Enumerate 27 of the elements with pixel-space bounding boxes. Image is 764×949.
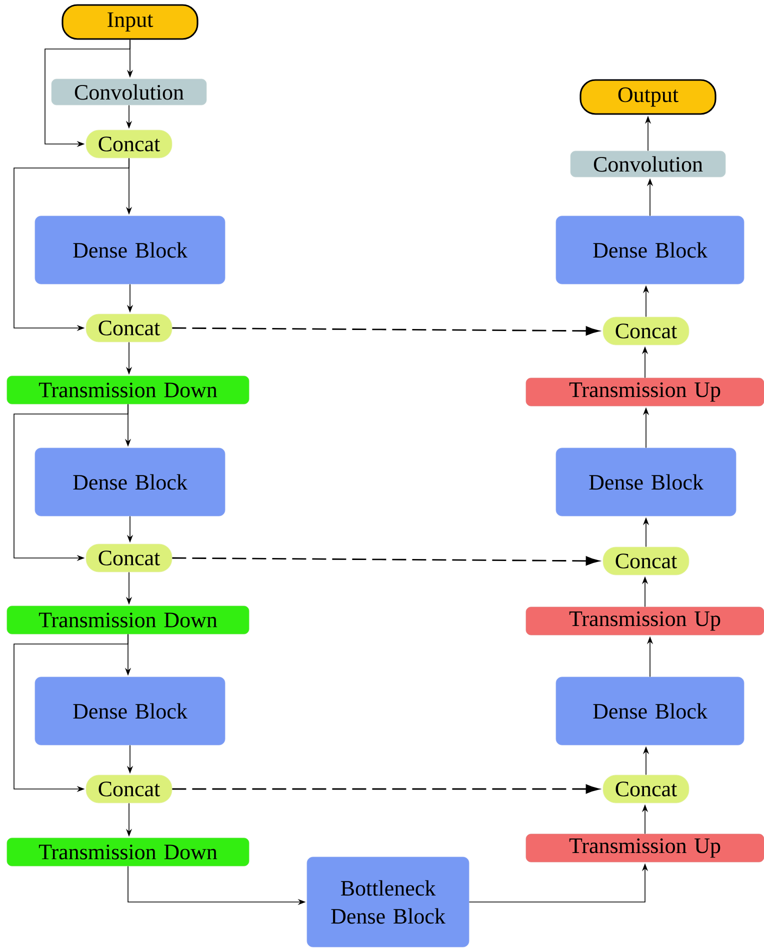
transmission-down-box: Transmission Down (6, 376, 250, 404)
concat-box: Concat (86, 314, 172, 342)
transmission-up-box: Transmission Up (526, 378, 764, 406)
dense-block-box: Dense Block (556, 448, 736, 516)
arrow (172, 556, 600, 566)
transmission-down-box: Transmission Down (6, 838, 250, 866)
arrow (172, 326, 600, 336)
dense-block-box: Dense Block (556, 216, 744, 284)
convolution-box: Convolution (51, 78, 207, 106)
concat-box: Concat (602, 774, 690, 804)
terminal-box: Input (62, 4, 198, 40)
dense-block-box: Bottleneck Dense Block (306, 856, 470, 948)
concat-box: Concat (86, 774, 172, 804)
transmission-down-box: Transmission Down (6, 606, 250, 634)
concat-box: Concat (86, 130, 172, 158)
concat-box: Concat (602, 316, 690, 346)
concat-box: Concat (602, 546, 690, 576)
dense-block-box: Dense Block (34, 448, 226, 516)
dense-block-box: Dense Block (556, 676, 744, 746)
transmission-up-box: Transmission Up (526, 606, 764, 636)
convolution-box: Convolution (570, 150, 726, 178)
terminal-box: Output (580, 79, 716, 115)
dense-block-box: Dense Block (34, 216, 226, 284)
arrow (172, 784, 600, 794)
concat-box: Concat (86, 544, 172, 572)
transmission-up-box: Transmission Up (526, 834, 764, 862)
dense-block-box: Dense Block (34, 676, 226, 746)
